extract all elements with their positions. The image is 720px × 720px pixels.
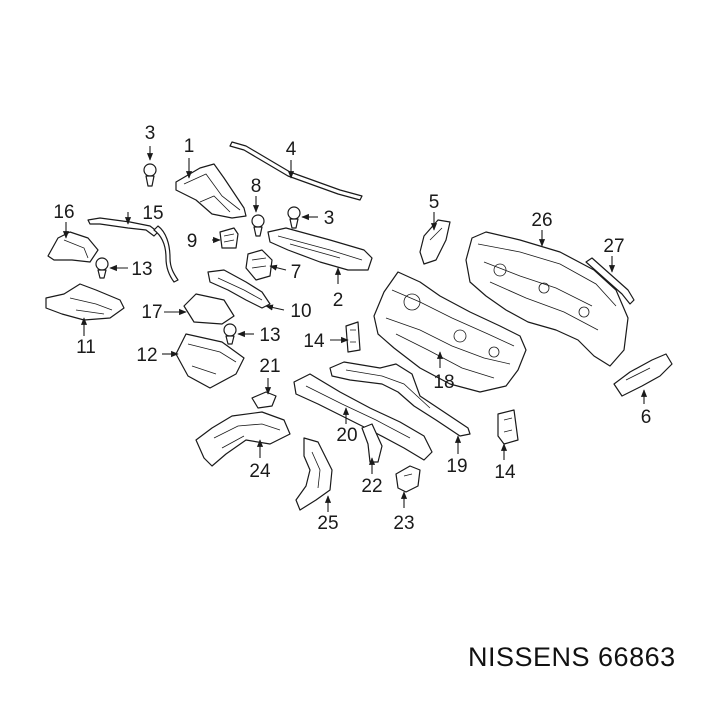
callout-19: 19	[446, 456, 467, 477]
brand-part-number: NISSENS 66863	[468, 642, 676, 672]
part-16-side-trim	[47, 231, 99, 263]
callout-14: 14	[494, 462, 516, 483]
callout-3: 3	[145, 123, 156, 144]
part-1-cowl-panel	[175, 163, 247, 219]
callout-7: 7	[291, 262, 302, 283]
callout-9: 9	[187, 231, 198, 252]
part-17-plate	[183, 293, 235, 325]
part-12-side-box	[175, 333, 245, 389]
part-21-bracket	[251, 391, 277, 409]
callout-24: 24	[249, 461, 271, 482]
part-9-bracket	[219, 227, 239, 249]
callout-6: 6	[641, 407, 652, 428]
callout-27: 27	[603, 236, 624, 257]
callout-13: 13	[259, 325, 280, 346]
part-25-lower-bracket	[295, 437, 333, 511]
part-4-seal-strip	[229, 141, 363, 201]
part-14-bracket-left	[345, 321, 361, 353]
part-15-hose	[153, 225, 179, 283]
callout-21: 21	[259, 356, 280, 377]
part-13-clip-upper	[95, 257, 109, 279]
part-11-side-panel	[45, 283, 125, 321]
callout-14: 14	[303, 331, 325, 352]
part-19-rail	[329, 361, 471, 437]
part-6-bracket	[613, 353, 673, 397]
part-18-dash-panel	[373, 271, 527, 393]
part-24-side-member	[195, 411, 291, 467]
callout-17: 17	[141, 302, 162, 323]
part-3-clip-top	[143, 163, 157, 187]
part-15-weatherstrip	[87, 217, 159, 237]
callout-26: 26	[531, 210, 552, 231]
callout-11: 11	[76, 337, 96, 358]
callout-22: 22	[361, 476, 382, 497]
callout-2: 2	[333, 290, 344, 311]
callout-3: 3	[324, 208, 335, 229]
part-20-long-member	[293, 373, 433, 461]
part-22-bracket	[361, 423, 383, 463]
callout-10: 10	[290, 301, 311, 322]
callout-13: 13	[131, 259, 152, 280]
callout-4: 4	[286, 139, 297, 160]
leader-lines	[62, 146, 648, 512]
callout-12: 12	[136, 345, 157, 366]
callout-20: 20	[336, 425, 357, 446]
part-27-strip	[585, 257, 635, 305]
callout-1: 1	[184, 136, 195, 157]
part-13-clip-lower	[223, 323, 237, 345]
part-26-upper-dash	[465, 231, 629, 367]
callout-16: 16	[53, 202, 74, 223]
callout-25: 25	[317, 513, 338, 534]
callout-23: 23	[393, 513, 414, 534]
part-2-cowl-lower	[267, 227, 373, 271]
callouts: 3 1 4 8 3 5 26 27 15 16 9 7 13 2 10 17 1…	[53, 123, 651, 534]
callout-8: 8	[251, 176, 262, 197]
part-8-clip	[251, 214, 265, 237]
callout-18: 18	[433, 372, 454, 393]
part-7-bracket	[245, 249, 273, 281]
part-3-clip-right	[287, 206, 301, 229]
part-14-bracket-right	[497, 409, 519, 445]
part-5-panel	[419, 219, 451, 265]
part-23-bracket	[395, 465, 421, 493]
callout-15: 15	[142, 203, 163, 224]
callout-5: 5	[429, 192, 440, 213]
